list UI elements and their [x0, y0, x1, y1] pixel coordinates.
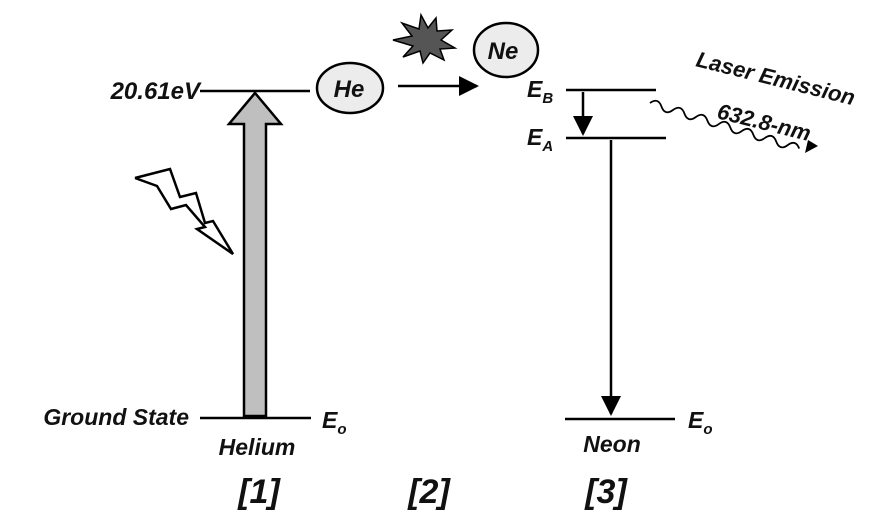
neon-level-a-label: EA [527, 124, 553, 155]
helium-name-label: Helium [219, 434, 296, 460]
photon-wave-arrowhead [805, 140, 818, 153]
helium-ground-level-label: Eo [322, 407, 347, 438]
helium-atom-label: He [334, 76, 365, 103]
neon-ground-level-label: Eo [688, 407, 713, 438]
helium-excited-energy-label: 20.61eV [110, 78, 202, 105]
neon-name-label: Neon [583, 431, 641, 457]
step-2-label: [2] [407, 473, 451, 511]
step-1-label: [1] [237, 473, 281, 511]
step-3-label: [3] [584, 473, 628, 511]
helium-atom-circle [315, 61, 385, 115]
neon-level-b-label: EB [527, 76, 553, 107]
collision-star-icon [392, 12, 458, 65]
photon-wave [649, 99, 801, 149]
ground-state-label: Ground State [43, 404, 189, 430]
neon-atom-circle [472, 21, 540, 79]
laser-emission-label: Laser Emission [694, 47, 858, 111]
pump-arrow [226, 91, 284, 418]
neon-atom-label: Ne [488, 38, 519, 65]
lightning-icon [134, 167, 235, 256]
